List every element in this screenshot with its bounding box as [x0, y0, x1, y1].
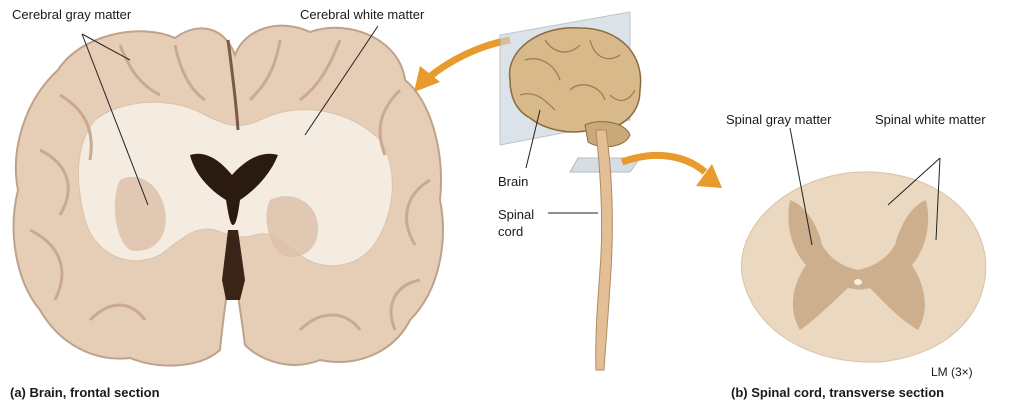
- label-spinal-cord: Spinal cord: [498, 206, 534, 240]
- arrow-to-brain-section: [428, 40, 510, 78]
- label-spinal-white-matter: Spinal white matter: [875, 112, 986, 127]
- caption-b: (b) Spinal cord, transverse section: [731, 385, 944, 400]
- caption-a: (a) Brain, frontal section: [10, 385, 160, 400]
- magnification-label: LM (3×): [931, 365, 973, 379]
- brain-frontal-section: [14, 26, 443, 366]
- spinal-section-outline: [741, 172, 985, 362]
- label-cerebral-gray-matter: Cerebral gray matter: [12, 7, 131, 22]
- label-cerebral-white-matter: Cerebral white matter: [300, 7, 424, 22]
- label-spinal-cord-line1: Spinal: [498, 206, 534, 223]
- brain-illustration: [510, 28, 641, 132]
- label-brain: Brain: [498, 174, 528, 189]
- spinal-cord-transverse-section: [741, 172, 985, 362]
- label-spinal-gray-matter: Spinal gray matter: [726, 112, 832, 127]
- central-canal: [854, 279, 862, 285]
- label-spinal-cord-line2: cord: [498, 223, 534, 240]
- central-illustration: [500, 12, 641, 370]
